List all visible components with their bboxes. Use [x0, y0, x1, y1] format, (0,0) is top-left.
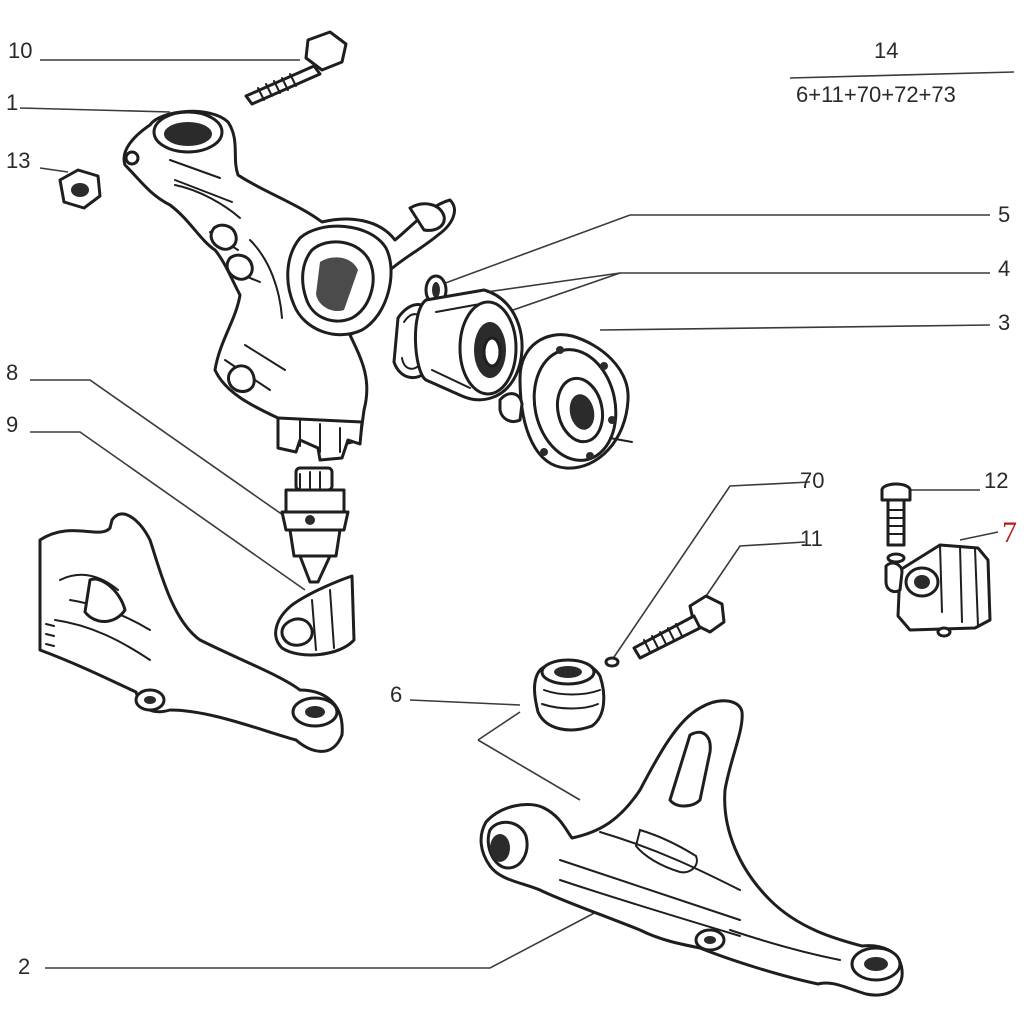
leader-70: [611, 481, 811, 661]
leader-9: [30, 431, 306, 591]
nut-13: [58, 168, 102, 210]
callout-2: 2: [18, 954, 30, 979]
leader-8: [30, 379, 291, 521]
leader-2: [45, 909, 601, 969]
bolt-10: [244, 30, 348, 106]
callout-14: 14: [874, 38, 898, 63]
leader-13: [39, 167, 69, 173]
callout-13: 13: [6, 148, 30, 173]
callout-7-highlighted: 7: [1002, 516, 1017, 549]
leader-5: [439, 214, 990, 286]
callout-5: 5: [998, 202, 1010, 227]
bolt-12: [880, 482, 912, 564]
leader-lines: [19, 59, 1015, 969]
callout-1: 1: [6, 90, 18, 115]
wheel-hub: [498, 333, 633, 470]
pin-70: [604, 656, 620, 668]
lower-control-arm-2: [479, 699, 904, 997]
callout-8: 8: [6, 360, 18, 385]
callout-10: 10: [8, 38, 32, 63]
dust-boot-9: [274, 574, 356, 657]
leader-7: [959, 531, 999, 541]
callout-70: 70: [800, 468, 824, 493]
leader-6: [409, 699, 581, 801]
control-arm-partial: [38, 512, 344, 753]
leader-3: [599, 324, 991, 331]
callout-6: 6: [390, 682, 402, 707]
bushing-6: [533, 658, 606, 732]
callout-9: 9: [6, 412, 18, 437]
bolt-11: [632, 594, 726, 660]
callout-11: 11: [800, 526, 823, 551]
wheel-bearing-3: [414, 288, 524, 402]
leader-11: [699, 541, 806, 606]
callout-3: 3: [998, 310, 1010, 335]
ball-joint-8: [280, 466, 350, 584]
leader-14-bar: [789, 71, 1015, 79]
callout-12: 12: [984, 468, 1008, 493]
callout-14-breakdown: 6+11+70+72+73: [796, 82, 956, 107]
bracket-7: [884, 543, 992, 638]
leader-1: [19, 107, 171, 113]
callout-labels: 10 1 13 14 6+11+70+72+73 5 4 3 8 9 70 11…: [6, 38, 1017, 979]
callout-4: 4: [998, 256, 1010, 281]
steering-knuckle-1: [122, 109, 456, 462]
